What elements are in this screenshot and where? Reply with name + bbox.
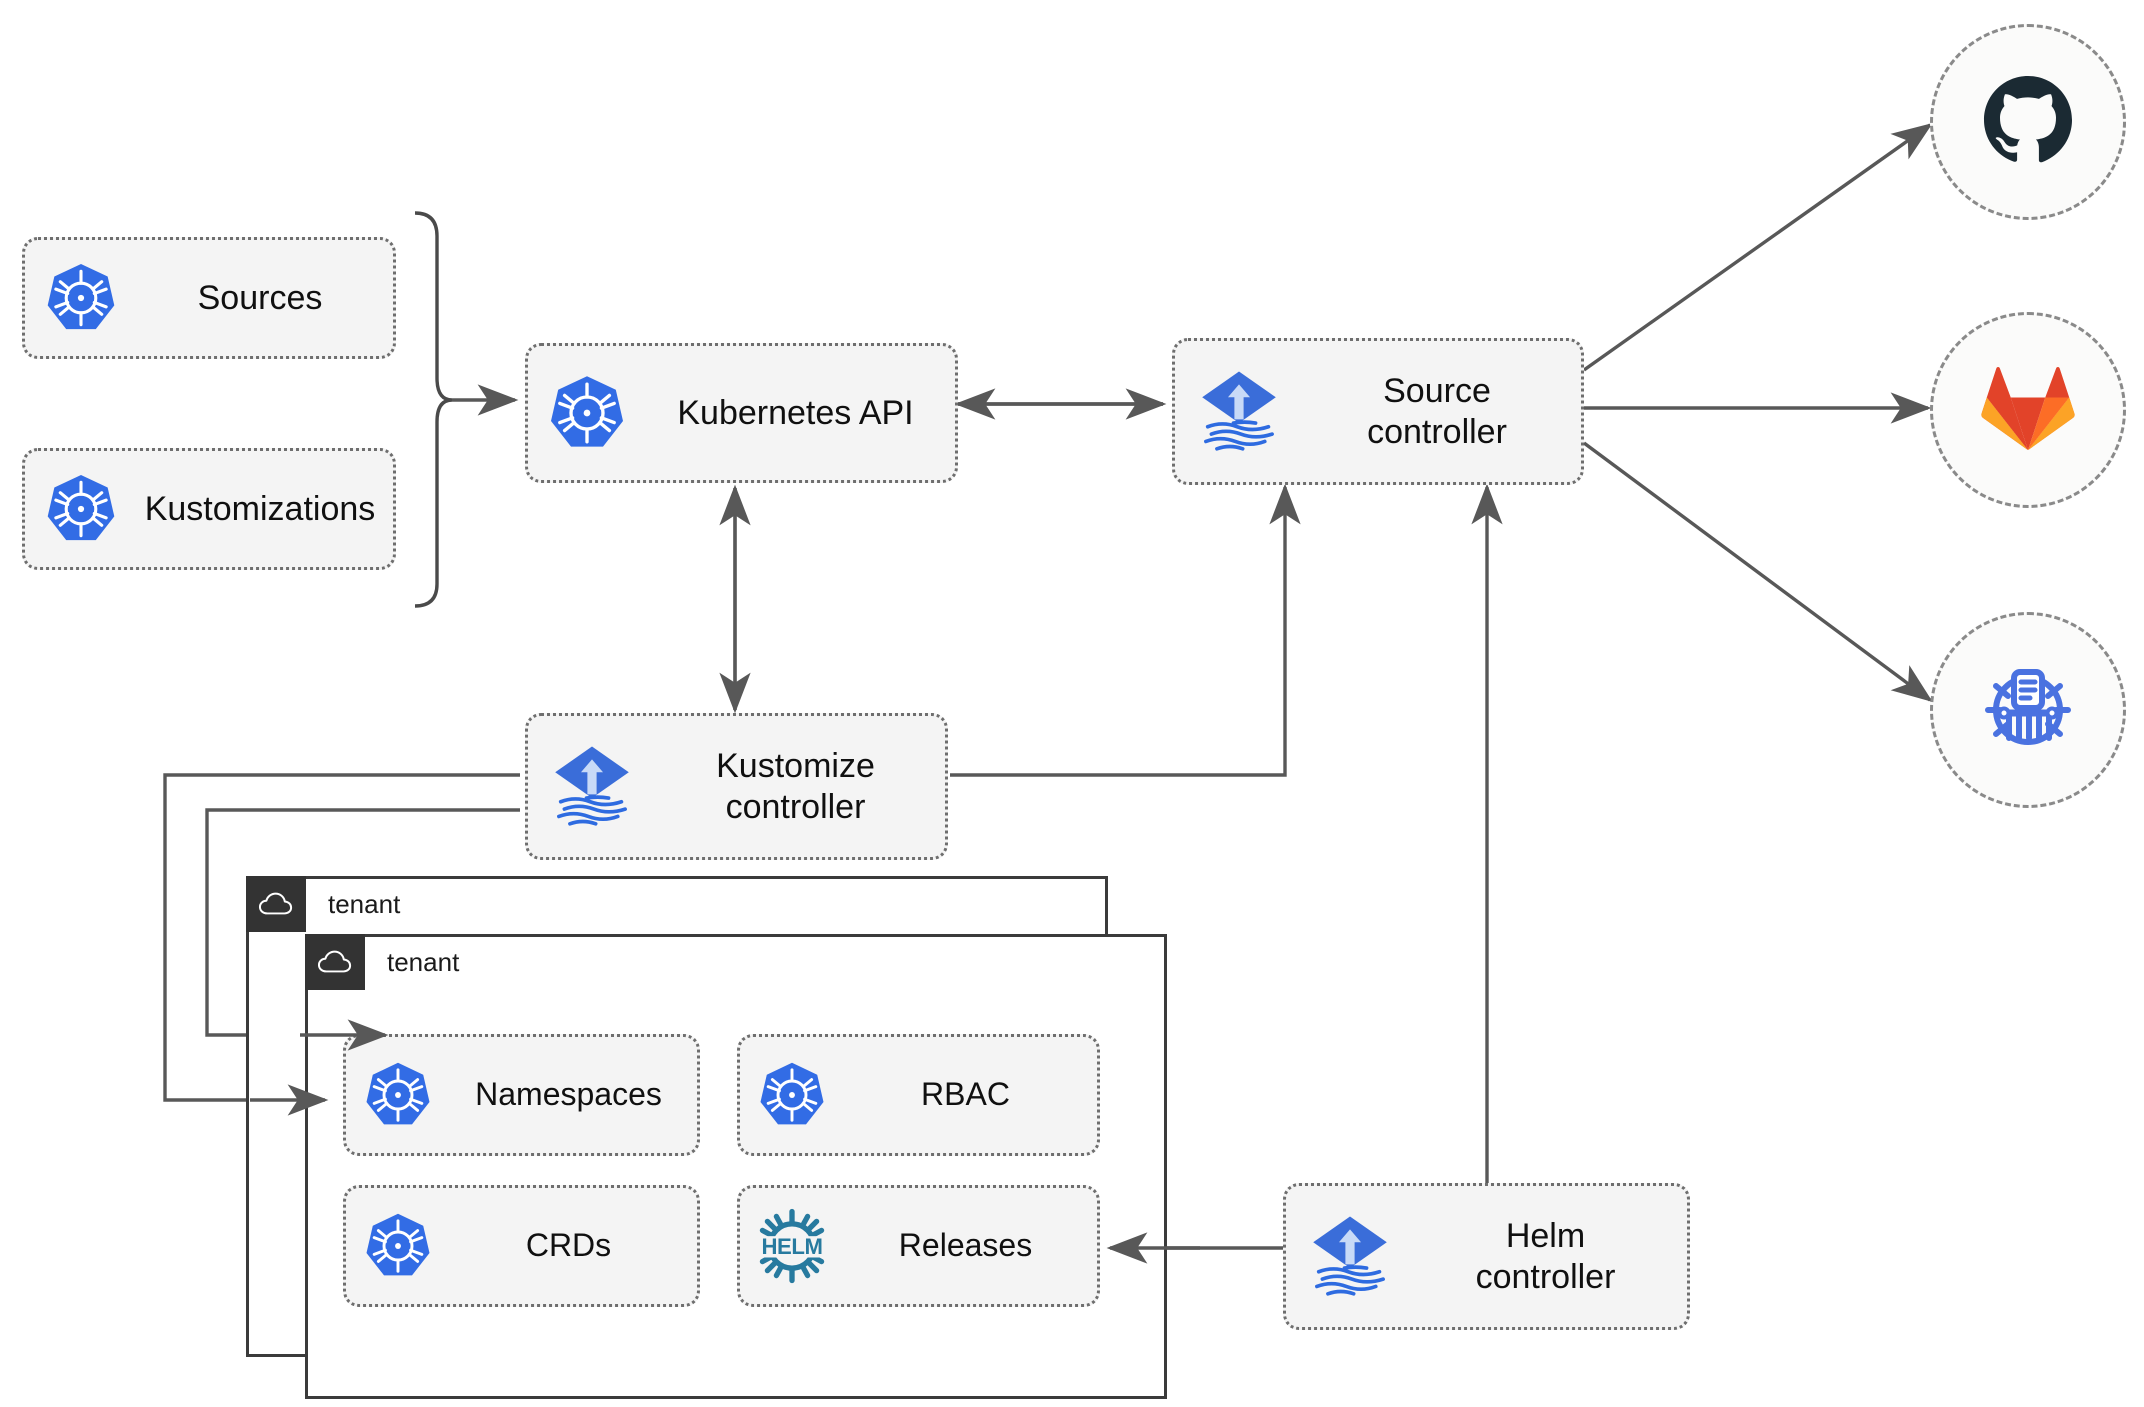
- gitlab-icon: [1980, 362, 2076, 459]
- node-rbac[interactable]: RBAC: [737, 1034, 1100, 1156]
- github-icon: [1978, 70, 2078, 175]
- tenant-label: tenant: [387, 946, 460, 977]
- node-label: RBAC: [921, 1076, 1010, 1113]
- node-kustomize-controller[interactable]: Kustomize controller: [525, 713, 948, 860]
- node-label: Kustomizations: [144, 489, 376, 528]
- kubernetes-icon: [25, 472, 137, 546]
- flux-icon: [1175, 366, 1303, 458]
- svg-text:HELM: HELM: [761, 1234, 822, 1259]
- node-label: Namespaces: [475, 1076, 662, 1113]
- node-namespaces[interactable]: Namespaces: [343, 1034, 700, 1156]
- tenant-label: tenant: [328, 888, 401, 919]
- node-kubernetes-api[interactable]: Kubernetes API: [525, 343, 958, 483]
- node-label: CRDs: [525, 1227, 612, 1264]
- tenant-header: tenant: [305, 934, 459, 990]
- tenant-box-inner[interactable]: tenant: [305, 934, 1167, 1399]
- node-label: Releases: [898, 1227, 1033, 1264]
- node-label: Sources: [197, 278, 323, 317]
- flux-icon: [528, 741, 656, 833]
- flux-icon: [1286, 1211, 1414, 1303]
- node-source-controller[interactable]: Source controller: [1172, 338, 1584, 485]
- kubernetes-icon: [740, 1060, 844, 1130]
- node-sources[interactable]: Sources: [22, 237, 396, 359]
- node-helm-controller[interactable]: Helm controller: [1283, 1183, 1690, 1330]
- node-label: Helm controller: [1475, 1217, 1616, 1296]
- node-label: Kubernetes API: [677, 393, 914, 432]
- bucket-icon: [1978, 658, 2078, 763]
- node-kustomizations[interactable]: Kustomizations: [22, 448, 396, 570]
- tenant-header: tenant: [246, 876, 400, 932]
- helm-icon: HELM: [740, 1205, 844, 1287]
- provider-bucket[interactable]: [1930, 612, 2126, 808]
- node-label: Kustomize controller: [716, 747, 875, 826]
- provider-gitlab[interactable]: [1930, 312, 2126, 508]
- cloud-icon: [246, 876, 306, 932]
- cloud-icon: [305, 934, 365, 990]
- kubernetes-icon: [25, 261, 137, 335]
- kubernetes-icon: [346, 1211, 450, 1281]
- kubernetes-icon: [528, 373, 646, 453]
- node-crds[interactable]: CRDs: [343, 1185, 700, 1307]
- provider-github[interactable]: [1930, 24, 2126, 220]
- node-releases[interactable]: HELM Releases: [737, 1185, 1100, 1307]
- node-label: Source controller: [1367, 372, 1507, 451]
- kubernetes-icon: [346, 1060, 450, 1130]
